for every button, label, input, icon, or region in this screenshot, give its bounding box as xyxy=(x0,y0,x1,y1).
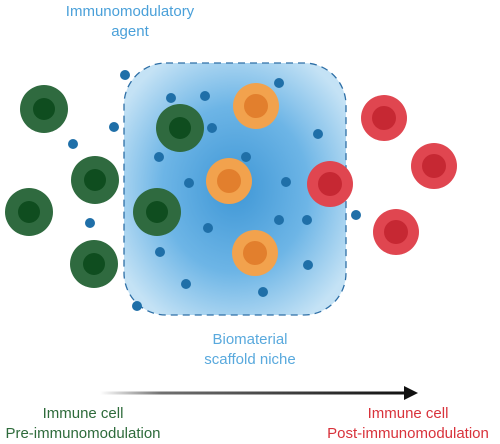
agent-label: Immunomodulatory agent xyxy=(35,2,225,42)
agent-dot xyxy=(203,223,213,233)
agent-dot xyxy=(274,215,284,225)
cell-red-3 xyxy=(411,143,457,189)
agent-dot xyxy=(241,152,251,162)
transition-arrow xyxy=(100,386,418,400)
agent-dot xyxy=(120,70,130,80)
agent-dot xyxy=(303,260,313,270)
agent-dot xyxy=(166,93,176,103)
scaffold-label-line2: scaffold niche xyxy=(204,351,296,368)
pre-label-line1: Immune cell xyxy=(42,405,124,422)
agent-dot xyxy=(274,78,284,88)
pre-label-line2: Pre-immunomodulation xyxy=(5,425,161,442)
scaffold-label: Biomaterial scaffold niche xyxy=(150,330,350,370)
immunomodulatory-agent-dots xyxy=(68,70,361,311)
agent-dot xyxy=(181,279,191,289)
agent-dot xyxy=(68,139,78,149)
agent-dot xyxy=(85,218,95,228)
cell-red-1 xyxy=(307,161,353,207)
cell-orange-3 xyxy=(232,230,278,276)
agent-dot xyxy=(207,123,217,133)
cell-orange-2 xyxy=(206,158,252,204)
post-label-line2: Post-immunomodulation xyxy=(327,425,489,442)
cell-green-5 xyxy=(156,104,204,152)
cell-red-2 xyxy=(361,95,407,141)
cell-orange-1 xyxy=(233,83,279,129)
agent-dot xyxy=(313,129,323,139)
cell-green-2 xyxy=(71,156,119,204)
agent-label-line2: agent xyxy=(111,23,149,40)
agent-dot xyxy=(200,91,210,101)
scaffold-label-line1: Biomaterial xyxy=(212,331,288,348)
agent-dot xyxy=(184,178,194,188)
agent-dot xyxy=(155,247,165,257)
agent-dot xyxy=(258,287,268,297)
post-label-line1: Immune cell xyxy=(367,405,449,422)
agent-dot xyxy=(281,177,291,187)
cell-green-4 xyxy=(70,240,118,288)
cell-green-6 xyxy=(133,188,181,236)
cell-green-1 xyxy=(20,85,68,133)
agent-dot xyxy=(351,210,361,220)
pre-immunomodulation-label: Immune cell Pre-immunomodulation xyxy=(0,404,166,444)
post-immunomodulation-label: Immune cell Post-immunomodulation xyxy=(318,404,498,444)
agent-dot xyxy=(109,122,119,132)
cell-green-3 xyxy=(5,188,53,236)
agent-dot xyxy=(154,152,164,162)
agent-dot xyxy=(132,301,142,311)
agent-dot xyxy=(302,215,312,225)
cell-red-4 xyxy=(373,209,419,255)
agent-label-line1: Immunomodulatory xyxy=(65,3,195,20)
